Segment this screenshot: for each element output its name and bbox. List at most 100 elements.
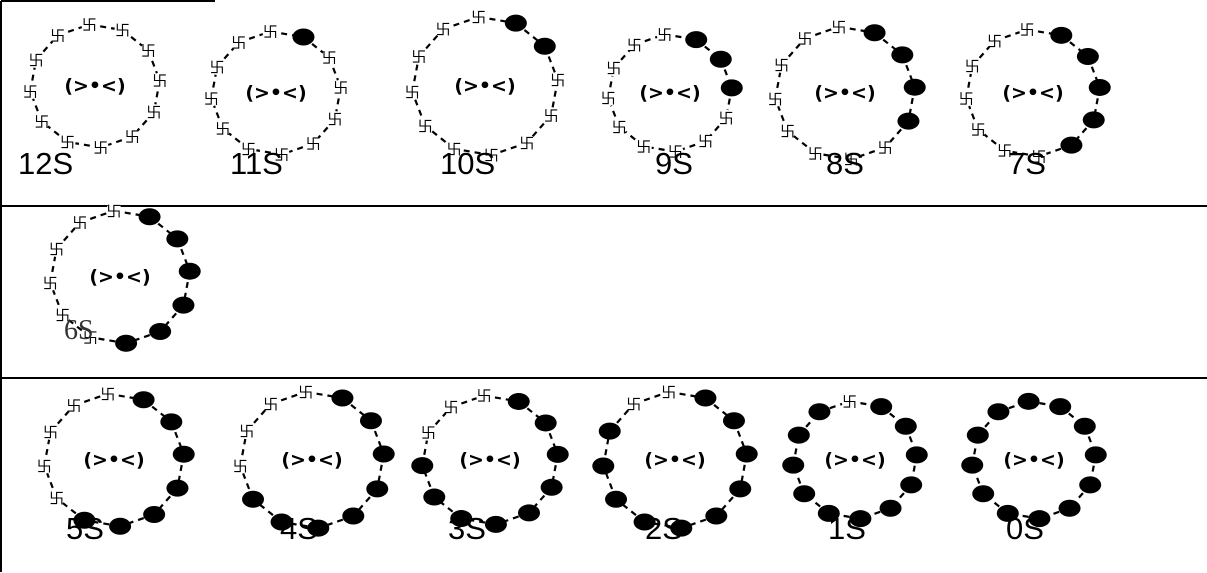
- swastika-node-icon: 卐: [774, 56, 789, 74]
- swastika-node-icon: 卐: [719, 109, 734, 127]
- swastika-node-icon: 卐: [49, 490, 64, 508]
- filled-node: [292, 29, 314, 46]
- filled-node: [173, 446, 195, 463]
- center-symbol: (>•<): [639, 82, 700, 104]
- swastika-node-icon: 卐: [797, 30, 812, 48]
- panel-label: 4S: [280, 513, 318, 544]
- panel-label: 9S: [655, 148, 693, 179]
- filled-node: [1018, 393, 1040, 410]
- swastika-node-icon: 卐: [411, 48, 426, 66]
- swastika-node-icon: 卐: [842, 393, 857, 411]
- swastika-node-icon: 卐: [115, 22, 130, 40]
- filled-node: [694, 390, 716, 407]
- filled-node: [736, 446, 758, 463]
- swastika-node-icon: 卐: [471, 8, 486, 26]
- filled-node: [331, 390, 353, 407]
- center-symbol: (>•<): [83, 449, 144, 471]
- center-symbol: (>•<): [644, 449, 705, 471]
- panel-label: 7S: [1008, 148, 1046, 179]
- filled-node: [242, 491, 264, 508]
- swastika-node-icon: 卐: [405, 84, 420, 102]
- center-symbol: (>•<): [1003, 449, 1064, 471]
- swastika-node-icon: 卐: [878, 139, 893, 157]
- filled-node: [710, 51, 732, 68]
- swastika-node-icon: 卐: [106, 202, 121, 220]
- center-symbol: (>•<): [824, 449, 885, 471]
- swastika-node-icon: 卐: [43, 274, 58, 292]
- filled-node: [366, 480, 388, 497]
- filled-node: [1079, 476, 1101, 493]
- filled-node: [360, 412, 382, 429]
- filled-node: [172, 297, 194, 314]
- swastika-node-icon: 卐: [29, 51, 44, 69]
- filled-node: [411, 457, 433, 474]
- filled-node: [1050, 27, 1072, 44]
- swastika-node-icon: 卐: [636, 138, 651, 156]
- swastika-node-icon: 卐: [627, 36, 642, 54]
- ring-panel-10s: 卐卐卐卐卐卐卐卐卐卐(>•<): [404, 8, 565, 164]
- panel-label: 12S: [18, 148, 73, 179]
- filled-node: [115, 335, 137, 352]
- filled-node: [793, 485, 815, 502]
- swastika-node-icon: 卐: [519, 134, 534, 152]
- center-symbol: (>•<): [245, 82, 306, 104]
- panel-label: 1S: [828, 513, 866, 544]
- swastika-node-icon: 卐: [544, 107, 559, 125]
- panel-label: 11S: [230, 148, 283, 179]
- filled-node: [961, 457, 983, 474]
- swastika-node-icon: 卐: [37, 457, 52, 475]
- filled-node: [179, 263, 201, 280]
- swastika-node-icon: 卐: [210, 58, 225, 76]
- panel-label: 5S: [66, 513, 104, 544]
- filled-node: [1089, 79, 1111, 96]
- swastika-node-icon: 卐: [626, 395, 641, 413]
- swastika-node-icon: 卐: [152, 72, 167, 90]
- center-symbol: (>•<): [454, 75, 515, 97]
- swastika-node-icon: 卐: [550, 71, 565, 89]
- ring-panel-9s: 卐卐卐卐卐卐卐卐卐(>•<): [600, 26, 743, 161]
- swastika-node-icon: 卐: [49, 240, 64, 258]
- filled-node: [605, 491, 627, 508]
- swastika-node-icon: 卐: [298, 383, 313, 401]
- swastika-node-icon: 卐: [215, 120, 230, 138]
- swastika-node-icon: 卐: [125, 128, 140, 146]
- filled-node: [705, 508, 727, 525]
- filled-node: [535, 414, 557, 431]
- swastika-node-icon: 卐: [263, 395, 278, 413]
- filled-node: [139, 208, 161, 225]
- swastika-node-icon: 卐: [23, 83, 38, 101]
- filled-node: [880, 500, 902, 517]
- center-symbol: (>•<): [64, 75, 125, 97]
- swastika-node-icon: 卐: [322, 49, 337, 67]
- swastika-node-icon: 卐: [141, 42, 156, 60]
- swastika-node-icon: 卐: [971, 121, 986, 139]
- swastika-node-icon: 卐: [34, 113, 49, 131]
- filled-node: [166, 480, 188, 497]
- swastika-node-icon: 卐: [233, 457, 248, 475]
- swastika-node-icon: 卐: [477, 387, 492, 405]
- swastika-node-icon: 卐: [657, 26, 672, 44]
- filled-node: [518, 504, 540, 521]
- filled-node: [864, 24, 886, 41]
- swastika-node-icon: 卐: [808, 145, 823, 163]
- swastika-node-icon: 卐: [146, 104, 161, 122]
- swastika-node-icon: 卐: [698, 133, 713, 151]
- ring-panel-0s: (>•<): [961, 393, 1107, 527]
- filled-node: [788, 427, 810, 444]
- filled-node: [541, 479, 563, 496]
- swastika-node-icon: 卐: [306, 135, 321, 153]
- filled-node: [373, 446, 395, 463]
- filled-node: [1077, 48, 1099, 65]
- center-symbol: (>•<): [89, 266, 150, 288]
- swastika-node-icon: 卐: [82, 16, 97, 34]
- filled-node: [1074, 418, 1096, 435]
- swastika-node-icon: 卐: [601, 90, 616, 108]
- filled-node: [166, 230, 188, 247]
- ring-panel-7s: 卐卐卐卐卐卐卐(>•<): [958, 21, 1110, 166]
- swastika-node-icon: 卐: [780, 123, 795, 141]
- filled-node: [149, 323, 171, 340]
- filled-node: [1049, 398, 1071, 415]
